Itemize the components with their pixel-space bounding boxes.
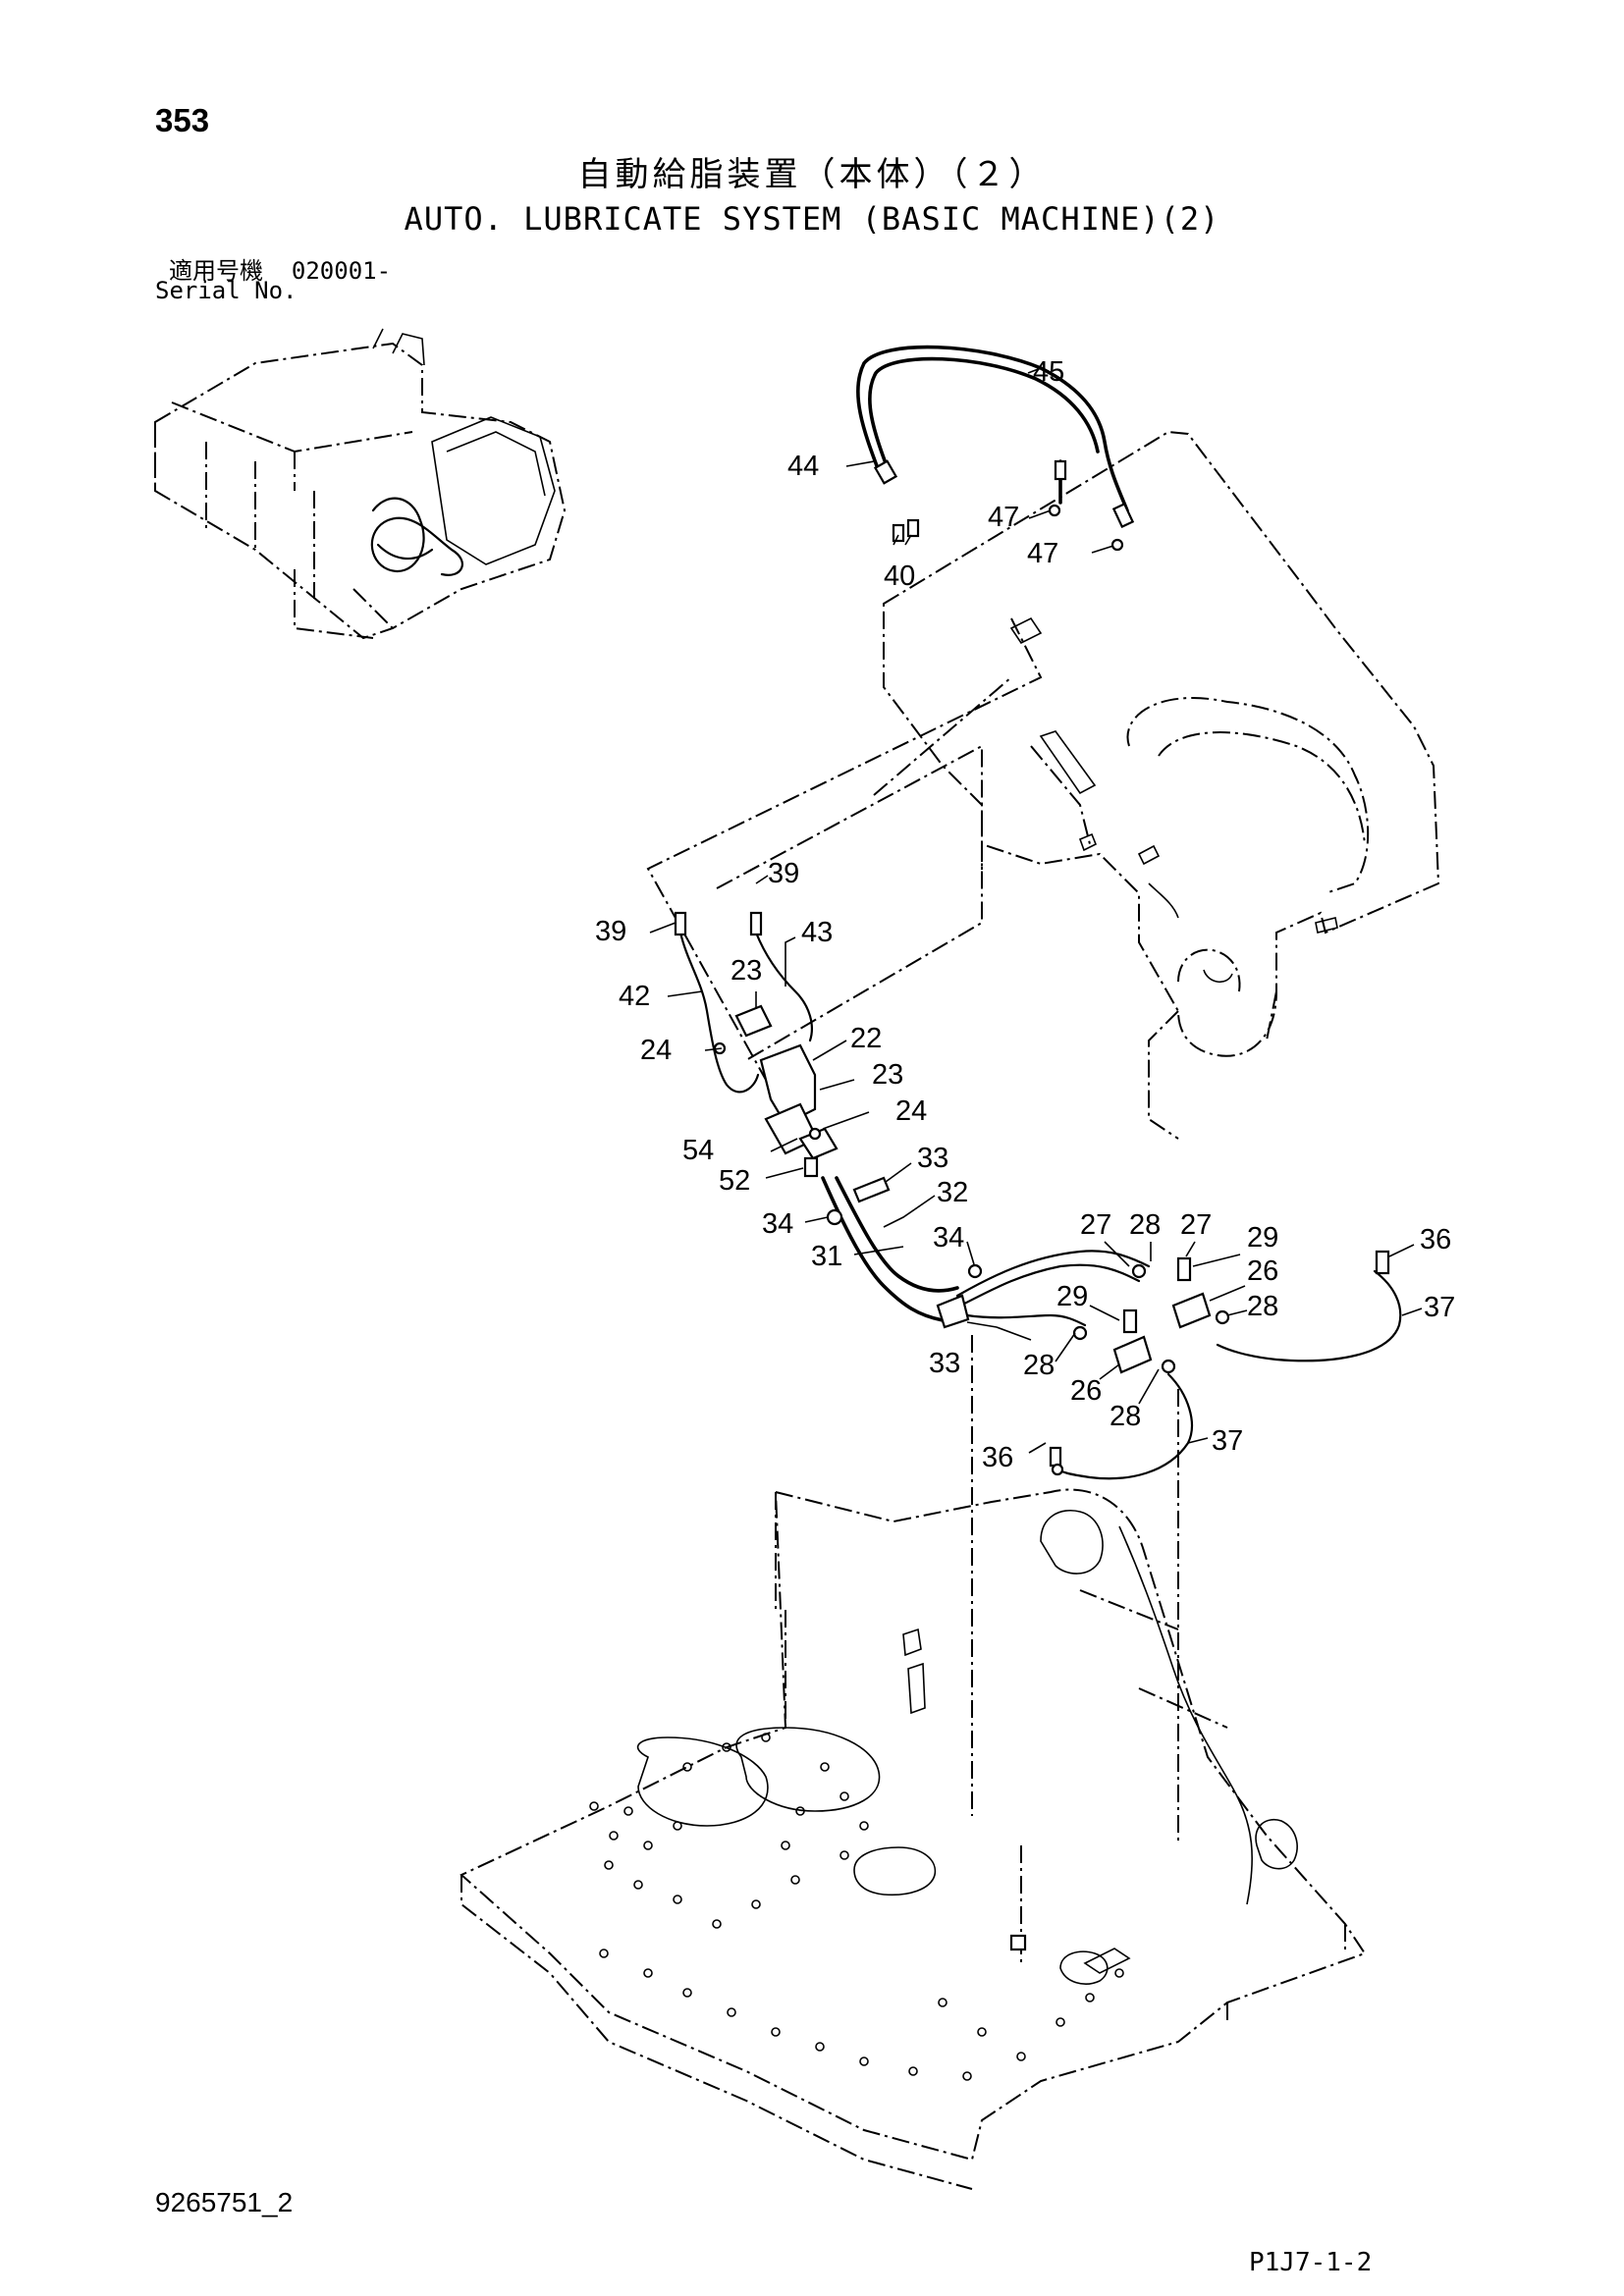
hose-43 [754,931,813,1042]
callout-23-upper: 23 [731,955,762,987]
callout-43: 43 [801,917,833,948]
lubrication-hoses [678,345,1402,1480]
serial-number-value: 020001- [291,257,392,285]
callout-37-lower: 37 [1212,1425,1243,1457]
hose-37-right [1216,1269,1402,1362]
block-26-lower [1112,1335,1153,1374]
callout-37-right: 37 [1424,1292,1455,1323]
callout-28-left: 28 [1023,1350,1055,1381]
callout-34-left: 34 [762,1208,793,1240]
page-number: 353 [155,102,210,138]
callout-42: 42 [619,981,650,1012]
serial-label-japanese: 適用号機 020001- [169,251,391,286]
callout-33-lower: 33 [929,1348,960,1379]
serial-label-jp-text: 適用号機 [169,257,263,285]
callout-27-left: 27 [1080,1209,1111,1241]
callout-27-right: 27 [1180,1209,1212,1241]
callout-36-right: 36 [1420,1224,1451,1255]
callout-39-right: 39 [768,858,799,889]
serial-label-english: Serial No. [155,277,298,304]
callout-22: 22 [850,1023,882,1054]
callout-47-lower: 47 [1027,538,1058,569]
junction-23 [734,1004,773,1038]
callout-40: 40 [884,561,915,592]
hose-32 [835,1176,959,1293]
callout-24-lower: 24 [895,1095,927,1127]
hose-37-lower [1054,1372,1193,1480]
figure-code: P1J7-1-2 [1249,2248,1373,2277]
callout-32: 32 [937,1177,968,1208]
frame-bolt-holes [589,1733,1124,2081]
distributor-22 [759,1043,817,1126]
components [674,459,1390,1951]
callout-45: 45 [1033,356,1064,388]
block-26-right [1171,1292,1212,1329]
callout-28-bottom: 28 [1110,1401,1141,1432]
lower-frame-structure [460,1488,1367,2190]
callout-52: 52 [719,1165,750,1197]
title-japanese: 自動給脂装置（本体）（２） [577,155,1047,194]
callout-28-right: 28 [1247,1291,1278,1322]
callout-23-lower: 23 [872,1059,903,1091]
hose-44-45 [856,345,1129,512]
callout-26-right: 26 [1247,1255,1278,1287]
document-code: 9265751_2 [155,2187,294,2217]
callout-54: 54 [682,1135,714,1166]
clamp-33-upper [852,1176,891,1203]
callout-36-lower: 36 [982,1442,1013,1473]
callout-44: 44 [787,451,819,482]
hose-42 [678,931,760,1094]
leader-lines [649,367,1423,1454]
callout-26-lower: 26 [1070,1375,1102,1407]
callout-39-left: 39 [595,916,626,947]
assembly-guide-lines [646,617,1179,1963]
callout-47-upper: 47 [988,502,1019,533]
part-callouts: 45 44 47 47 40 39 39 43 42 23 24 22 23 2… [595,356,1455,1473]
callout-28-top: 28 [1129,1209,1161,1241]
callout-34-right: 34 [933,1222,964,1254]
callout-31: 31 [811,1241,842,1272]
callout-24-upper: 24 [640,1035,672,1066]
clamp-33-lower [936,1294,970,1329]
callout-29-left: 29 [1056,1281,1088,1312]
callout-29-right: 29 [1247,1222,1278,1254]
title-english: AUTO. LUBRICATE SYSTEM (BASIC MACHINE)(2… [404,200,1220,238]
callout-33-upper: 33 [917,1143,948,1174]
machine-overview-thumbnail [154,328,567,640]
upper-frame-structure [883,430,1440,1140]
